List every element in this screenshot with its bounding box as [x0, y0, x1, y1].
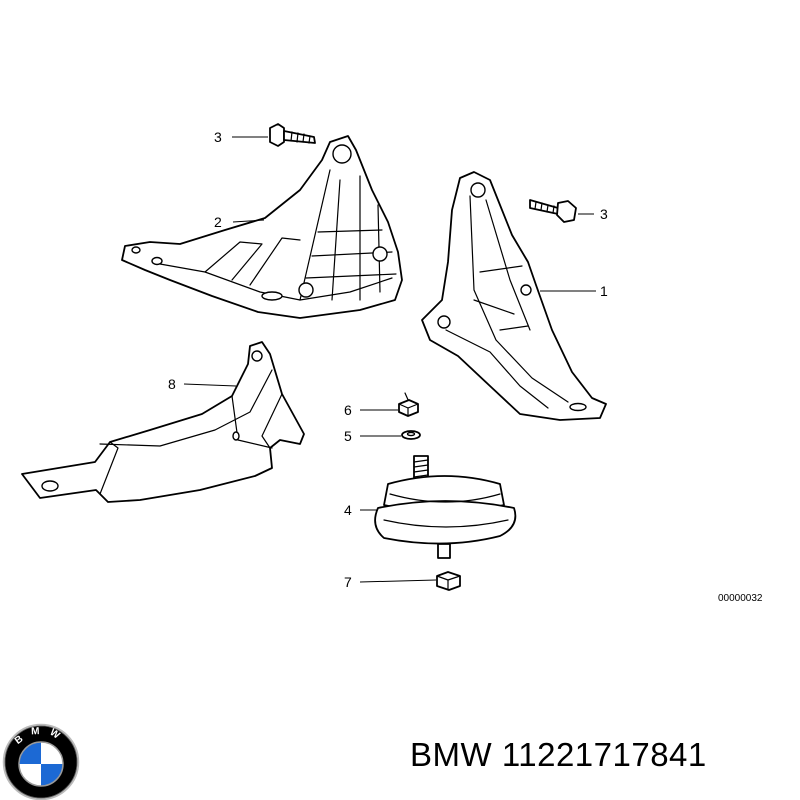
callout-8: 8 [168, 376, 176, 392]
washer [401, 430, 421, 440]
heat-shield-bracket [21, 341, 305, 503]
callout-2: 2 [214, 214, 222, 230]
leader-line-8 [183, 383, 237, 387]
callout-5: 5 [344, 428, 352, 444]
bmw-logo-icon: BMW [2, 723, 80, 800]
footer-brand-part-number: BMW 11221717841 [410, 736, 707, 774]
footer-part-number: 11221717841 [501, 736, 707, 773]
footer-brand: BMW [410, 736, 493, 773]
flange-nut-lower [436, 571, 461, 591]
leader-line-2 [232, 219, 265, 223]
callout-1: 1 [600, 283, 608, 299]
hex-nut-upper [398, 392, 419, 417]
callout-6: 6 [344, 402, 352, 418]
engine-support-bracket-right [421, 171, 607, 421]
callout-7: 7 [344, 574, 352, 590]
diagram-reference-code: 00000032 [718, 593, 763, 604]
callout-4: 4 [344, 502, 352, 518]
callout-3-upper: 3 [214, 129, 222, 145]
callout-leaders [183, 136, 596, 583]
hex-bolt-upper-left [269, 123, 316, 147]
engine-mount-rubber [374, 455, 517, 559]
hex-bolt-right [529, 199, 577, 223]
callout-3-right: 3 [600, 206, 608, 222]
leader-line-7 [359, 579, 437, 583]
callout-labels: 1 2 3 3 4 5 6 7 8 [168, 129, 608, 590]
engine-support-bracket-left [121, 135, 403, 319]
